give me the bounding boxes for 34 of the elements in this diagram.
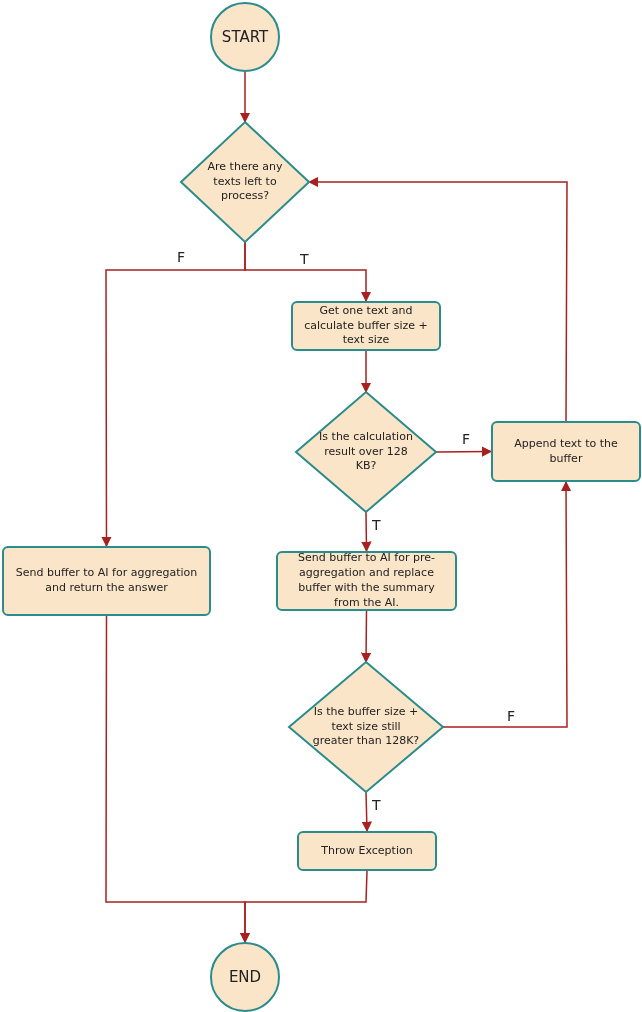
process-box <box>491 421 641 482</box>
step-text: Throw Exception <box>321 843 413 859</box>
process-box <box>297 831 437 871</box>
arrow <box>361 511 372 553</box>
terminal-label: START <box>221 26 269 48</box>
step-text: Send buffer to AI for aggregation and return the answer <box>14 566 199 596</box>
edge-label: F <box>175 250 188 264</box>
arrow <box>360 350 372 394</box>
process-box <box>276 551 457 611</box>
decision-diamond <box>289 662 443 792</box>
arrow <box>239 870 368 944</box>
step-text: Is the calculation result over 128 KB? <box>318 429 414 475</box>
edge-label: F <box>505 709 518 723</box>
arrow <box>361 791 372 833</box>
step-text: Get one text and calculate buffer size + text size <box>303 303 429 349</box>
process-box <box>2 546 211 616</box>
edge-label: T <box>298 252 311 266</box>
arrow <box>435 446 493 457</box>
edge-label: T <box>370 518 383 532</box>
arrow <box>244 241 372 303</box>
arrow <box>442 480 572 728</box>
arrow <box>239 71 251 124</box>
terminal-label: END <box>228 966 262 988</box>
step-text: Are there any texts left to process? <box>206 159 284 205</box>
edge-label: T <box>370 798 383 812</box>
decision-diamond <box>181 122 309 242</box>
step-text: Is the buffer size + text size still greater than 128K? <box>311 704 421 750</box>
arrow <box>307 176 568 422</box>
process-box <box>291 301 441 351</box>
arrow <box>360 610 372 664</box>
decision-diamond <box>296 392 436 512</box>
step-text: Send buffer to AI for pre-aggregation and replace buffer with the summary from the AI. <box>297 551 436 611</box>
edge-label: F <box>460 432 473 446</box>
step-text: Append text to the buffer <box>513 436 619 467</box>
